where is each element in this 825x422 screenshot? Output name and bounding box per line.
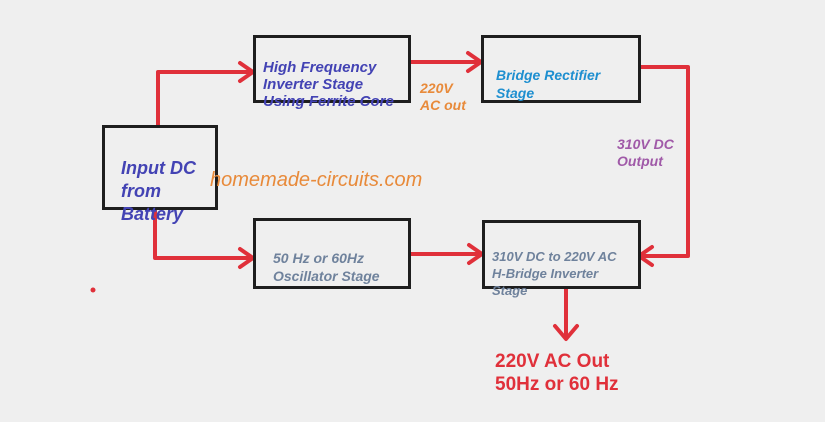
hbridge-inverter-text: 310V DC to 220V AC H-Bridge Inverter Sta… [492, 249, 617, 298]
watermark-text: homemade-circuits.com [210, 169, 423, 191]
input-dc-battery-text: Input DC from Battery [121, 158, 196, 224]
dc-output-310v-label: 310V DC Output [617, 136, 674, 169]
final-output-label: 220V AC Out 50Hz or 60 Hz [495, 351, 619, 395]
oscillator-text: 50 Hz or 60Hz Oscillator Stage [273, 250, 380, 284]
wire-rectifier-to-hbridge [638, 65, 690, 258]
bridge-rectifier-text: Bridge Rectifier Stage [496, 67, 601, 101]
hf-inverter-block: High Frequency Inverter Stage Using Ferr… [253, 35, 411, 110]
input-dc-battery-block: Input DC from Battery [102, 125, 218, 224]
arrowhead-output [553, 324, 579, 341]
hf-inverter-text: High Frequency Inverter Stage Using Ferr… [263, 59, 394, 110]
bridge-rectifier-block: Bridge Rectifier Stage [481, 35, 641, 103]
hbridge-inverter-block: 310V DC to 220V AC H-Bridge Inverter Sta… [482, 220, 641, 298]
wire-input-to-hf-inverter [156, 70, 254, 130]
oscillator-block: 50 Hz or 60Hz Oscillator Stage [253, 218, 411, 289]
wire-input-to-oscillator [153, 208, 254, 260]
stray-dot [90, 287, 96, 293]
ac-out-220v-label: 220V AC out [420, 80, 466, 113]
